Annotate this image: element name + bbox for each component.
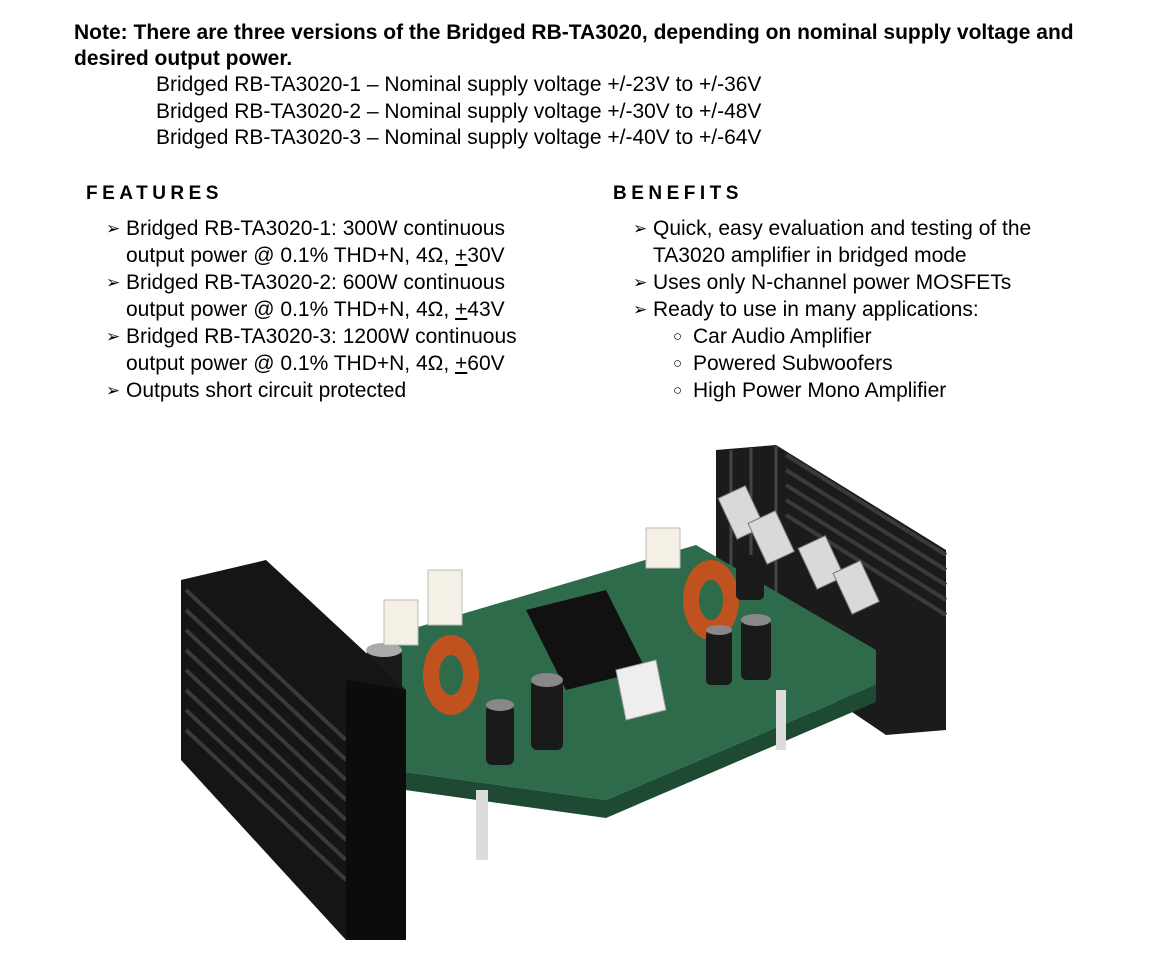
application-item: ○ Car Audio Amplifier — [633, 323, 1153, 350]
feature-line: Bridged RB-TA3020-3: 1200W continuous — [126, 325, 517, 348]
note-heading: Note: There are three versions of the Br… — [74, 21, 1074, 70]
versions-list: Bridged RB-TA3020-1 – Nominal supply vol… — [156, 72, 761, 152]
feature-line: output power @ 0.1% THD+N, 4Ω, +30V — [126, 244, 505, 267]
ic-chip — [526, 590, 667, 721]
arrow-bullet-icon: ➢ — [633, 300, 648, 319]
arrow-bullet-icon: ➢ — [633, 273, 648, 292]
feature-line: output power @ 0.1% THD+N, 4Ω, +60V — [126, 352, 505, 375]
amplifier-board-photo — [181, 445, 948, 940]
circle-bullet-icon: ○ — [673, 355, 683, 372]
benefit-line: TA3020 amplifier in bridged mode — [653, 244, 967, 267]
benefit-item: ➢ Quick, easy evaluation and testing of … — [633, 215, 1153, 269]
arrow-bullet-icon: ➢ — [106, 219, 121, 238]
features-list: ➢ Bridged RB-TA3020-1: 300W continuous o… — [106, 215, 576, 404]
feature-item: ➢ Bridged RB-TA3020-1: 300W continuous o… — [106, 215, 576, 269]
arrow-bullet-icon: ➢ — [106, 327, 121, 346]
application-label: Car Audio Amplifier — [693, 325, 872, 348]
circle-bullet-icon: ○ — [673, 328, 683, 345]
film-capacitors — [383, 527, 681, 646]
benefit-line: Quick, easy evaluation and testing of th… — [653, 217, 1032, 240]
right-heatsink — [716, 445, 948, 735]
application-label: Powered Subwoofers — [693, 352, 893, 375]
feature-line: output power @ 0.1% THD+N, 4Ω, +43V — [126, 298, 505, 321]
benefits-title: BENEFITS — [613, 183, 743, 204]
toroid-inductors — [423, 560, 739, 715]
feature-item: ➢ Outputs short circuit protected — [106, 377, 576, 404]
version-item: Bridged RB-TA3020-3 – Nominal supply vol… — [156, 126, 762, 149]
application-label: High Power Mono Amplifier — [693, 379, 947, 402]
benefit-item: ➢ Ready to use in many applications: — [633, 296, 1153, 323]
left-heatsink — [181, 560, 406, 940]
application-item: ○ Powered Subwoofers — [633, 350, 1153, 377]
feature-line: Bridged RB-TA3020-2: 600W continuous — [126, 271, 505, 294]
benefit-item: ➢ Uses only N-channel power MOSFETs — [633, 269, 1153, 296]
arrow-bullet-icon: ➢ — [106, 381, 121, 400]
feature-line: Outputs short circuit protected — [126, 379, 407, 402]
benefit-line: Ready to use in many applications: — [653, 298, 979, 321]
feature-item: ➢ Bridged RB-TA3020-2: 600W continuous o… — [106, 269, 576, 323]
feature-item: ➢ Bridged RB-TA3020-3: 1200W continuous … — [106, 323, 576, 377]
benefit-line: Uses only N-channel power MOSFETs — [653, 271, 1012, 294]
standoffs — [476, 690, 786, 860]
arrow-bullet-icon: ➢ — [106, 273, 121, 292]
feature-line: Bridged RB-TA3020-1: 300W continuous — [126, 217, 505, 240]
arrow-bullet-icon: ➢ — [633, 219, 648, 238]
application-item: ○ High Power Mono Amplifier — [633, 377, 1153, 404]
benefits-list: ➢ Quick, easy evaluation and testing of … — [633, 215, 1153, 404]
features-title: FEATURES — [86, 183, 223, 204]
version-item: Bridged RB-TA3020-2 – Nominal supply vol… — [156, 99, 762, 123]
circle-bullet-icon: ○ — [673, 382, 683, 399]
version-item: Bridged RB-TA3020-1 – Nominal supply vol… — [156, 73, 762, 96]
